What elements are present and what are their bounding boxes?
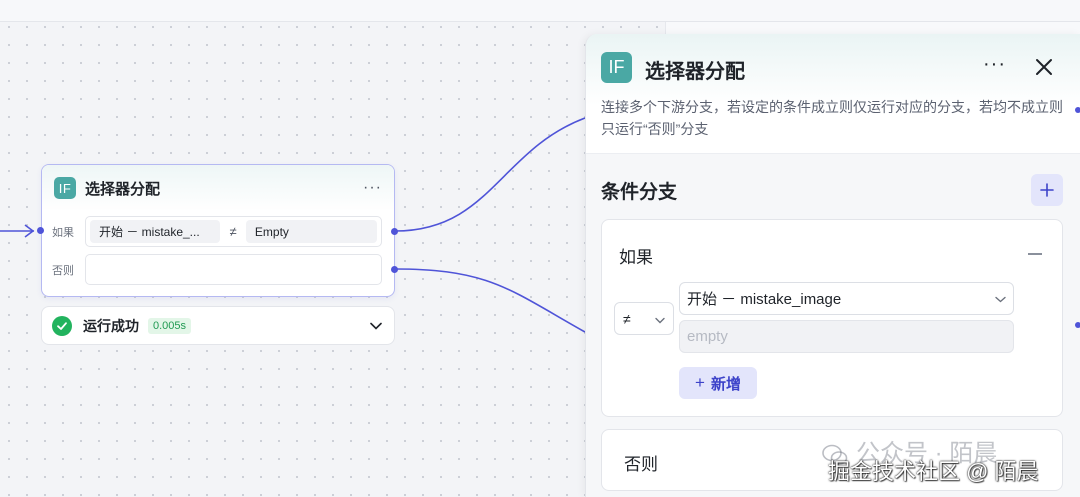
if-edge: [394, 117, 586, 232]
panel-header: IF 选择器分配 ··· 连接多个下游分支，若设定的条件成立则仅运行对应的分支，…: [586, 34, 1080, 154]
more-options-icon[interactable]: ···: [363, 179, 382, 196]
add-condition-button[interactable]: + 新增: [679, 367, 757, 399]
input-port[interactable]: [37, 227, 44, 234]
else-case-card: 否则: [601, 429, 1063, 491]
else-box[interactable]: [85, 254, 382, 285]
case-title: 如果: [619, 248, 653, 267]
if-node[interactable]: IF 选择器分配 ··· 如果 开始 － mistake_... ≠ Empty…: [41, 164, 395, 297]
add-condition-label: 新增: [710, 375, 741, 393]
node-title: 选择器分配: [85, 180, 161, 198]
run-status-text: 运行成功: [83, 317, 139, 334]
add-branch-button[interactable]: [1031, 174, 1063, 206]
panel-edge-port: [1075, 107, 1080, 113]
close-icon[interactable]: [1033, 56, 1055, 78]
if-row-label: 如果: [52, 226, 74, 239]
chevron-down-icon: [655, 311, 665, 327]
plus-icon: [1040, 183, 1054, 197]
collapse-icon[interactable]: [1028, 253, 1042, 255]
watermark: 公众号 · 陌晨: [822, 433, 997, 468]
else-row-label: 否则: [52, 264, 74, 277]
if-panel-icon: IF: [601, 52, 632, 83]
selector-config-panel: IF 选择器分配 ··· 连接多个下游分支，若设定的条件成立则仅运行对应的分支，…: [585, 34, 1080, 497]
else-title: 否则: [624, 455, 658, 474]
wechat-icon: [822, 444, 848, 465]
panel-title: 选择器分配: [645, 61, 745, 83]
incoming-arrow: [24, 224, 35, 238]
operator-value: ≠: [623, 310, 631, 327]
variable-select[interactable]: 开始 － mistake_image: [679, 282, 1014, 315]
panel-description: 连接多个下游分支，若设定的条件成立则仅运行对应的分支，若均不成立则只运行“否则”…: [601, 99, 1063, 137]
plus-icon: +: [695, 373, 705, 392]
condition-value[interactable]: Empty: [245, 220, 377, 243]
condition-variable[interactable]: 开始 － mistake_...: [90, 220, 221, 243]
panel-edge-port: [1075, 322, 1080, 328]
value-input[interactable]: empty: [679, 320, 1014, 353]
not-equal-icon: ≠: [229, 224, 237, 239]
condition-box[interactable]: 开始 － mistake_... ≠ Empty: [85, 216, 382, 247]
credit-text: 掘金技术社区 @ 陌晨: [828, 459, 1039, 484]
if-row: 如果 开始 － mistake_... ≠ Empty: [42, 216, 394, 247]
if-case-card: 如果 ≠ 开始 － mistake_image empty + 新增: [601, 219, 1063, 417]
if-output-port[interactable]: [391, 228, 398, 235]
else-output-port[interactable]: [391, 266, 398, 273]
success-check-icon: [52, 315, 72, 336]
run-status-bar[interactable]: 运行成功 0.005s: [41, 306, 395, 345]
chevron-down-icon[interactable]: [368, 318, 384, 334]
if-node-icon: IF: [54, 177, 76, 199]
more-options-icon[interactable]: ···: [983, 53, 1006, 75]
section-title: 条件分支: [601, 182, 678, 203]
operator-select[interactable]: ≠: [614, 302, 674, 335]
watermark-text: 公众号 · 陌晨: [856, 440, 998, 467]
node-header: IF 选择器分配 ···: [42, 165, 394, 211]
else-row: 否则: [42, 254, 394, 285]
top-toolbar: [0, 0, 1080, 22]
run-time-badge: 0.005s: [148, 317, 192, 334]
variable-value: 开始 － mistake_image: [687, 291, 842, 308]
else-edge: [394, 268, 586, 333]
chevron-down-icon: [995, 290, 1006, 307]
